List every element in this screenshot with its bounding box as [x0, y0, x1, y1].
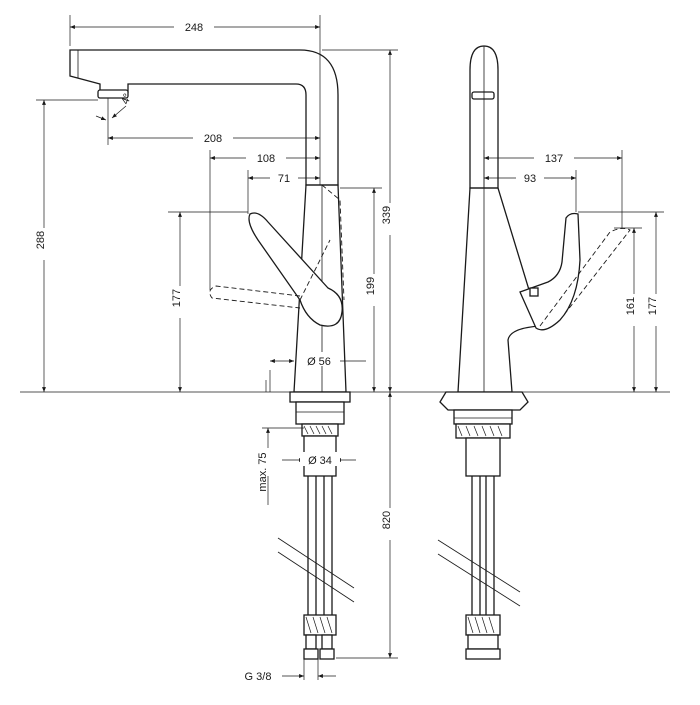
dim-hose-length: 820: [381, 511, 393, 529]
side-dimensions: 137 93 161 177: [483, 150, 664, 392]
dim-spout-length: 248: [185, 22, 203, 34]
dim-max-thickness: max. 75: [257, 452, 269, 491]
dim-reach-108: 108: [257, 153, 275, 165]
dim-total-height: 288: [35, 231, 47, 249]
dim-reach-71: 71: [278, 173, 290, 185]
dim-spout-angle: 4°: [119, 92, 134, 106]
dim-lever-height: 177: [171, 289, 183, 307]
front-dimensions: 248 4° 208 108 71 288 177 199: [35, 15, 398, 683]
dim-connection-thread: G 3/8: [245, 671, 272, 683]
dim-height-199: 199: [365, 277, 377, 295]
dim-reach-208: 208: [204, 133, 222, 145]
dim-height-339: 339: [381, 206, 393, 224]
dim-side-height-161: 161: [625, 297, 637, 315]
dim-thread-diameter: Ø 34: [308, 455, 332, 467]
dim-base-diameter: Ø 56: [307, 356, 331, 368]
dim-side-reach-93: 93: [524, 173, 536, 185]
dim-side-reach-137: 137: [545, 153, 563, 165]
dim-side-height-177: 177: [647, 297, 659, 315]
side-view: [437, 45, 631, 660]
